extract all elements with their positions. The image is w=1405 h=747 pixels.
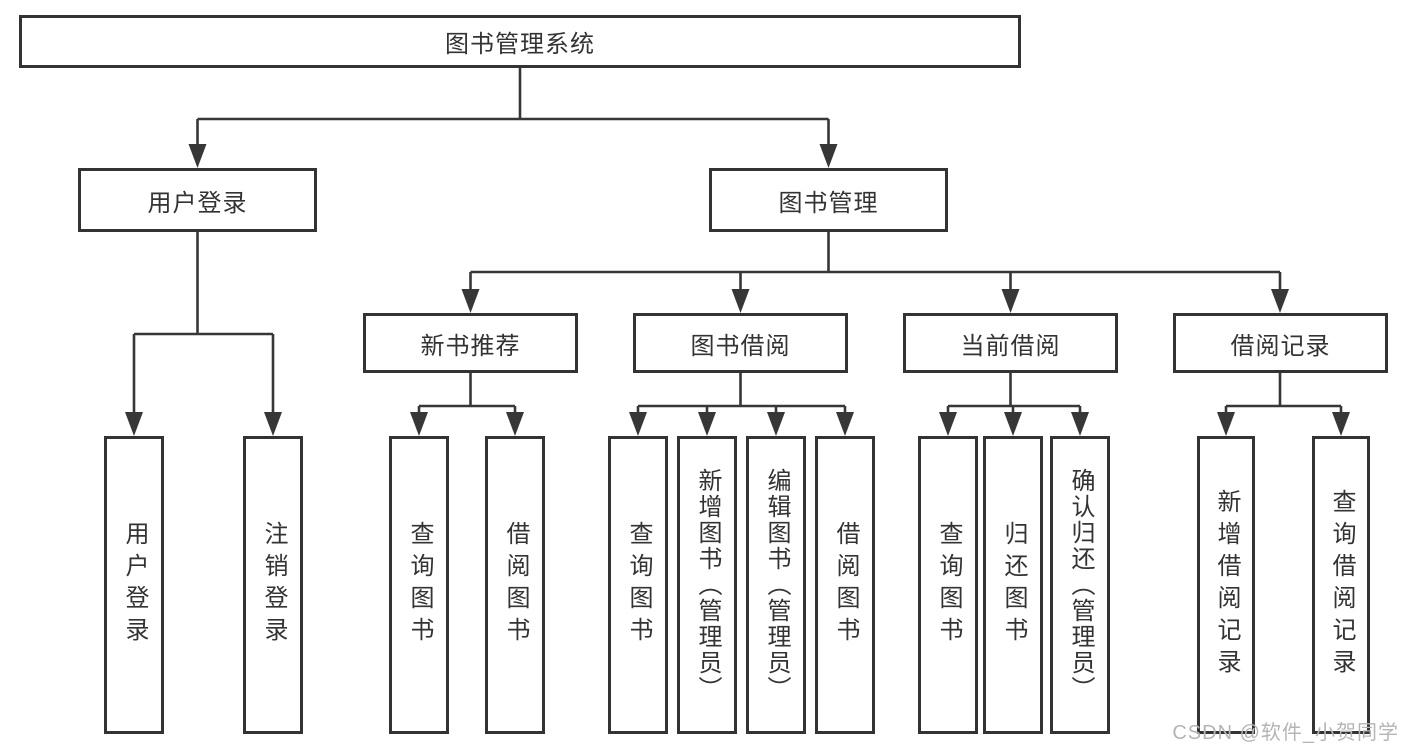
node-book-borrowing: 图书借阅 [633,313,848,373]
leaf-query-borrow-record-label: 查询借阅记录 [1328,489,1355,681]
leaf-recommend-borrow-books-label: 借阅图书 [502,521,529,649]
leaf-recommend-query-books: 查询图书 [389,436,449,734]
leaf-query-borrow-record: 查询借阅记录 [1312,436,1370,734]
leaf-edit-books-admin: 编辑图书（管理员） [746,436,806,734]
node-book-management-label: 图书管理 [778,189,879,217]
node-book-borrowing-label: 图书借阅 [690,332,791,360]
node-root-label: 图书管理系统 [445,31,595,58]
leaf-borrowing-borrow-books: 借阅图书 [815,436,875,734]
leaf-user-login: 用户登录 [104,436,164,734]
node-borrow-records: 借阅记录 [1173,313,1388,373]
leaf-return-books: 归还图书 [983,436,1043,734]
watermark: CSDN @软件_小贺同学 [1172,722,1399,744]
leaf-logout-label: 注销登录 [260,521,287,649]
leaf-borrowing-query-books-label: 查询图书 [625,521,652,649]
node-new-book-recommend: 新书推荐 [363,313,578,373]
leaf-confirm-return-admin: 确认归还（管理员） [1050,436,1110,734]
leaf-add-books-admin-label: 新增图书（管理员） [694,468,721,702]
node-borrow-records-label: 借阅记录 [1230,332,1331,360]
leaf-recommend-query-books-label: 查询图书 [406,521,433,649]
node-current-borrowing: 当前借阅 [903,313,1118,373]
node-new-book-recommend-label: 新书推荐 [420,332,521,360]
node-book-management: 图书管理 [709,168,948,232]
node-user-login: 用户登录 [78,168,317,232]
leaf-recommend-borrow-books: 借阅图书 [485,436,545,734]
leaf-logout: 注销登录 [243,436,303,734]
leaf-add-borrow-record-label: 新增借阅记录 [1213,489,1240,681]
leaf-current-query-books-label: 查询图书 [935,521,962,649]
leaf-return-books-label: 归还图书 [1000,521,1027,649]
leaf-confirm-return-admin-label: 确认归还（管理员） [1067,468,1094,702]
leaf-add-books-admin: 新增图书（管理员） [677,436,737,734]
node-current-borrowing-label: 当前借阅 [960,332,1061,360]
leaf-user-login-label: 用户登录 [121,521,148,649]
node-user-login-label: 用户登录 [147,189,248,217]
leaf-add-borrow-record: 新增借阅记录 [1197,436,1255,734]
leaf-borrowing-query-books: 查询图书 [608,436,668,734]
leaf-current-query-books: 查询图书 [918,436,978,734]
leaf-borrowing-borrow-books-label: 借阅图书 [832,521,859,649]
node-root: 图书管理系统 [19,15,1021,68]
leaf-edit-books-admin-label: 编辑图书（管理员） [763,468,790,702]
